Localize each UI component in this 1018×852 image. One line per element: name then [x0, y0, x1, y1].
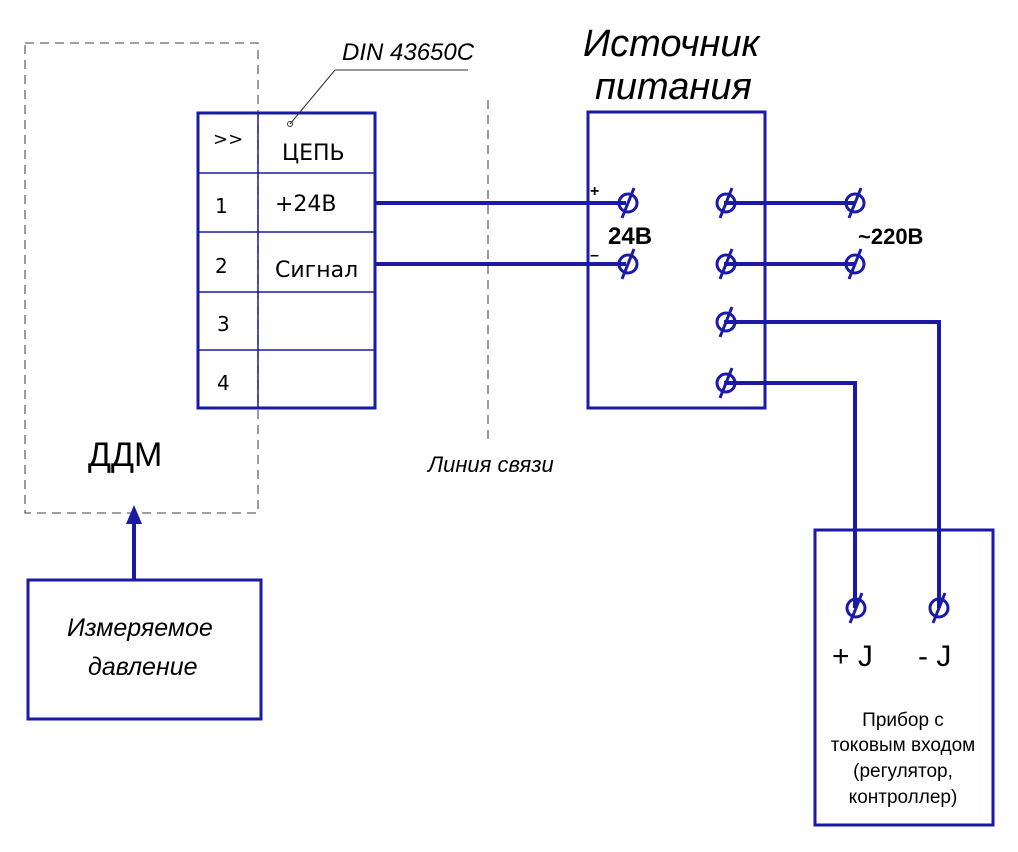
table-row-3-num: 3 [217, 312, 230, 336]
pressure-box [26, 578, 263, 721]
din-callout-leader [287, 69, 468, 127]
terminal-ac-ext-2 [844, 248, 866, 280]
terminal-device-plus-j [845, 592, 867, 624]
terminal-ps-out-1 [715, 306, 737, 338]
device-plus-j-label: + J [832, 640, 873, 673]
device-desc-4: контроллер) [849, 787, 958, 808]
terminal-ps-ac-in-1 [715, 187, 737, 219]
power-plus-mark: + [590, 183, 599, 200]
terminal-ps-out-2 [715, 367, 737, 399]
power-supply-box [586, 110, 767, 410]
device-box [813, 528, 995, 827]
din-callout-label: DIN 43650C [342, 39, 475, 66]
table-header-circuit: ЦЕПЬ [282, 141, 345, 166]
power-supply-title-2: питания [595, 66, 752, 108]
device-desc-3: (регулятор, [853, 761, 953, 782]
pressure-arrow-head [126, 505, 142, 524]
device-desc-2: токовым входом [831, 735, 976, 756]
terminal-ps-minus-24v [617, 248, 639, 280]
dc-voltage-label: 24В [608, 223, 652, 250]
terminal-ps-ac-in-2 [715, 248, 737, 280]
connector-table [196, 111, 377, 410]
wires [132, 201, 941, 608]
ac-voltage-label: ~220В [858, 224, 923, 249]
device-desc-1: Прибор с [862, 710, 944, 731]
wire-to-minus-j [724, 320, 941, 608]
terminal-ac-ext-1 [844, 187, 866, 219]
device-minus-j-label: - J [918, 640, 951, 673]
terminals [617, 187, 950, 624]
terminal-ps-plus-24v [617, 187, 639, 219]
table-row-2-name: Сигнал [275, 258, 358, 283]
comm-line-label: Линия связи [426, 452, 554, 477]
power-supply-title-1: Источник [583, 23, 762, 65]
table-header-arrows: >> [213, 129, 243, 150]
table-row-1-num: 1 [215, 194, 228, 218]
table-row-2-num: 2 [215, 254, 228, 278]
connector-table-grid [198, 113, 375, 408]
terminal-device-minus-j [928, 592, 950, 624]
table-row-1-name: +24В [275, 192, 337, 217]
pressure-label-1: Измеряемое [67, 614, 213, 642]
pressure-label-2: давление [88, 653, 198, 681]
power-minus-mark: – [590, 247, 599, 264]
ddm-label: ДДМ [88, 436, 162, 474]
table-row-4-num: 4 [217, 371, 230, 395]
wire-to-plus-j [724, 381, 857, 608]
